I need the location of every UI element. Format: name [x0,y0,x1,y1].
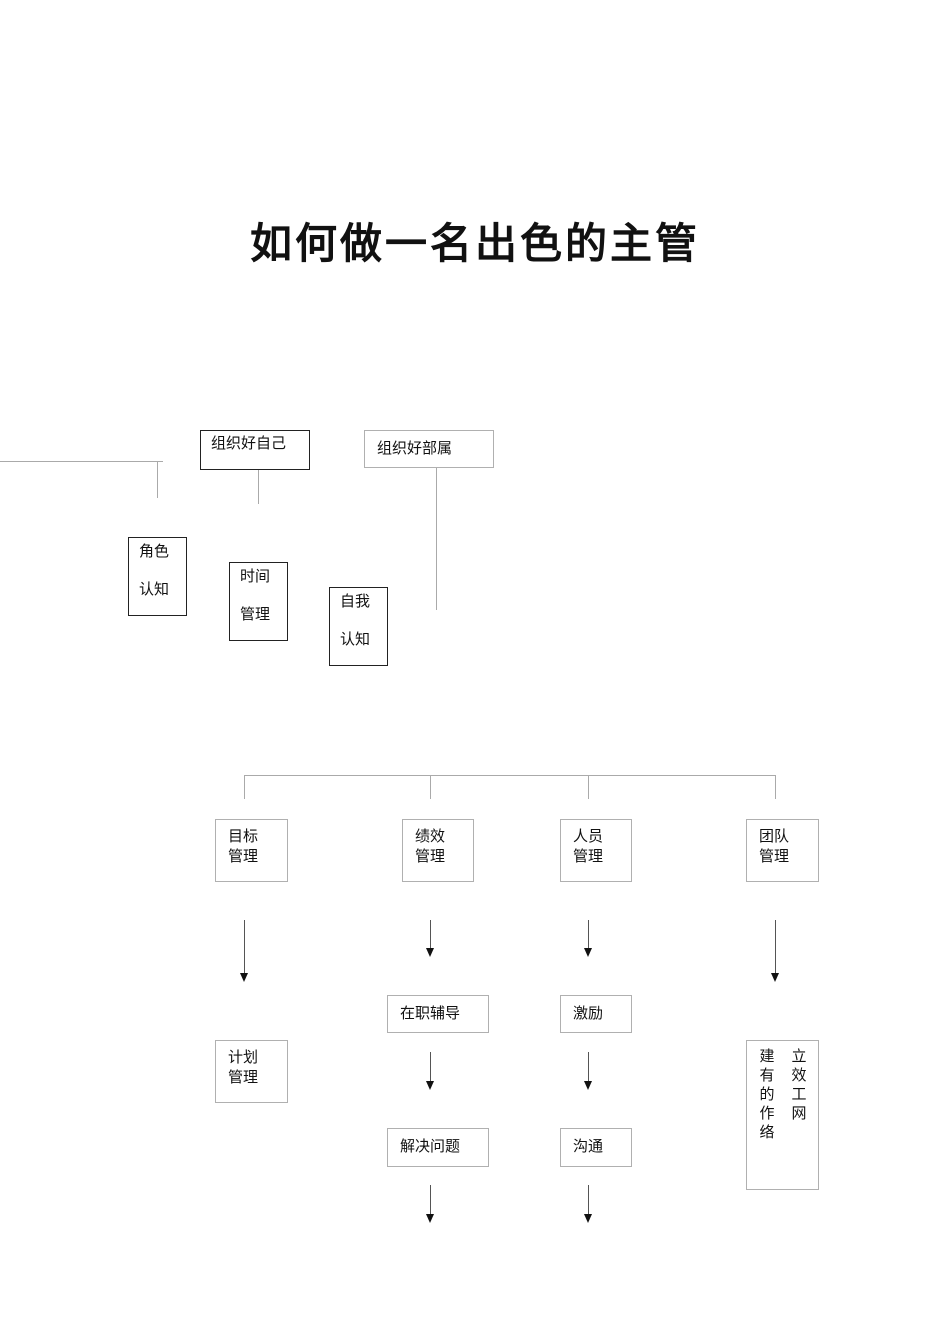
arrow-goal-down [240,920,249,982]
arrow-people-down-3 [584,1185,593,1223]
network-char: 效 [791,1066,807,1084]
team-management-box: 团队 管理 [746,819,819,882]
communication-box: 沟通 [560,1128,632,1167]
team-management-line-1: 团队 [759,827,790,845]
arrow-performance-down-1 [426,920,435,957]
plan-management-line-1: 计划 [228,1048,259,1066]
tree-branch-2 [430,775,431,799]
tree-branch-3 [588,775,589,799]
performance-management-line-1: 绩效 [415,827,446,845]
self-awareness-box: 自我 认知 [329,587,388,666]
tree-branch-1 [244,775,245,799]
arrow-people-down-2 [584,1052,593,1090]
network-char: 络 [759,1123,775,1141]
network-char: 网 [791,1104,807,1122]
performance-management-box: 绩效 管理 [402,819,474,882]
network-char: 建 [759,1047,775,1065]
network-char: 有 [759,1066,775,1084]
page-title: 如何做一名出色的主管 [249,219,700,268]
organize-subordinates-box: 组织好部属 [364,430,494,468]
role-awareness-line-2: 认知 [139,580,170,598]
communication-label: 沟通 [573,1137,604,1155]
network-char: 立 [791,1047,807,1065]
connector-left-horizontal [0,461,163,462]
motivation-box: 激励 [560,995,632,1033]
time-management-line-2: 管理 [240,605,271,623]
connector-left-vertical [157,461,158,498]
self-awareness-line-1: 自我 [340,592,371,610]
goal-management-box: 目标 管理 [215,819,288,882]
role-awareness-line-1: 角色 [139,542,170,560]
performance-management-line-2: 管理 [415,847,446,865]
self-awareness-line-2: 认知 [340,630,371,648]
time-management-line-1: 时间 [240,567,271,585]
organize-self-label: 组织好自己 [211,434,287,452]
role-awareness-box: 角色 认知 [128,537,187,616]
plan-management-line-2: 管理 [228,1068,259,1086]
arrow-people-down-1 [584,920,593,957]
arrow-performance-down-3 [426,1185,435,1223]
build-effective-network-box: 建 有 的 作 络 立 效 工 网 [746,1040,819,1190]
on-job-coaching-box: 在职辅导 [387,995,489,1033]
people-management-line-1: 人员 [573,827,604,845]
network-char: 的 [759,1085,775,1103]
tree-horizontal-bar [244,775,776,776]
network-text-col-2: 立 效 工 网 [791,1047,807,1123]
connector-subordinates-vertical [436,467,437,610]
connector-self-vertical [258,469,259,504]
tree-branch-4 [775,775,776,799]
network-text-col-1: 建 有 的 作 络 [759,1047,775,1142]
problem-solving-box: 解决问题 [387,1128,489,1167]
time-management-box: 时间 管理 [229,562,288,641]
on-job-coaching-label: 在职辅导 [400,1004,461,1022]
network-char: 作 [759,1104,775,1122]
organize-self-box: 组织好自己 [200,430,310,470]
people-management-line-2: 管理 [573,847,604,865]
problem-solving-label: 解决问题 [400,1137,461,1155]
plan-management-box: 计划 管理 [215,1040,288,1103]
network-char: 工 [791,1085,807,1103]
team-management-line-2: 管理 [759,847,790,865]
motivation-label: 激励 [573,1004,604,1022]
goal-management-line-1: 目标 [228,827,259,845]
goal-management-line-2: 管理 [228,847,259,865]
arrow-team-down [771,920,780,982]
organize-subordinates-label: 组织好部属 [377,439,453,457]
arrow-performance-down-2 [426,1052,435,1090]
people-management-box: 人员 管理 [560,819,632,882]
